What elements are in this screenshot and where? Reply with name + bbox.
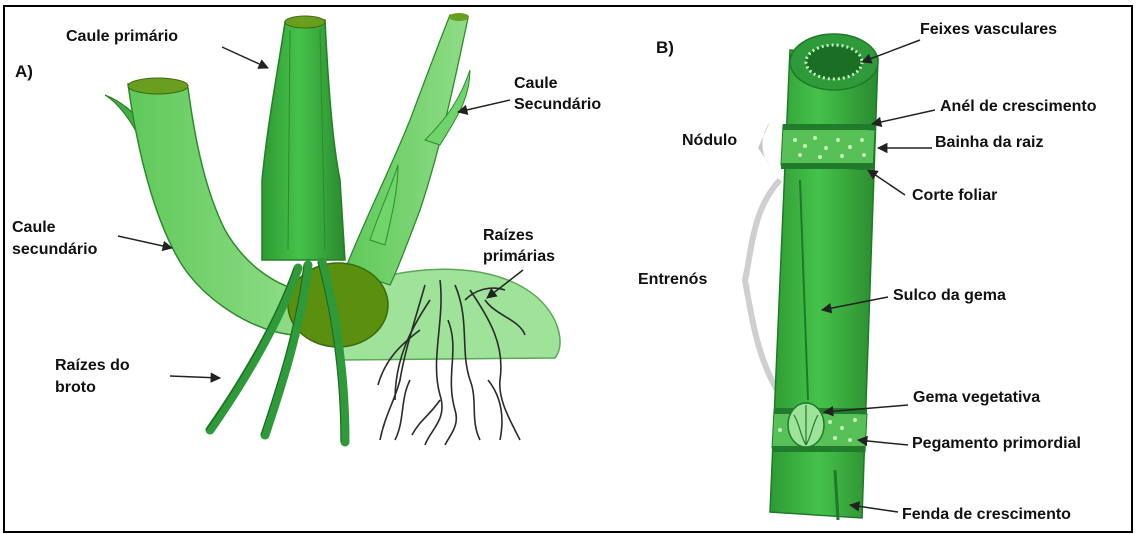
right-secondary-stem [345, 15, 468, 285]
label-caule-secundario-left-1: Caule [12, 218, 56, 238]
panel-b-letter: B) [656, 38, 674, 58]
label-raizes-broto-1: Raízes do [55, 356, 130, 376]
label-bainha-raiz: Bainha da raiz [935, 133, 1043, 153]
label-raizes-primarias-2: primárias [483, 247, 555, 267]
label-caule-secundario-left-2: secundário [12, 240, 97, 260]
label-feixes-vasculares: Feixes vasculares [920, 20, 1057, 40]
panel-a-letter: A) [15, 62, 33, 82]
label-corte-foliar: Corte foliar [912, 186, 997, 206]
label-raizes-primarias-1: Raízes [483, 226, 534, 246]
nodulo-bracket [758, 122, 770, 165]
panel-b-drawing [745, 34, 878, 520]
label-caule-secundario-right-1: Caule [514, 74, 558, 94]
label-caule-primario: Caule primário [66, 27, 178, 47]
label-entrenos: Entrenós [638, 270, 707, 290]
right-stem-top [449, 13, 469, 21]
label-fenda-crescimento: Fenda de crescimento [902, 505, 1071, 525]
label-sulco-gema: Sulco da gema [893, 286, 1006, 306]
primary-stem [262, 20, 345, 260]
label-gema-vegetativa: Gema vegetativa [913, 388, 1040, 408]
label-pegamento-primordial: Pegamento primordial [912, 434, 1081, 454]
left-stem-top [128, 78, 188, 94]
primary-stem-top [285, 16, 325, 28]
label-nodulo: Nódulo [682, 131, 737, 151]
entrenos-bracket [745, 180, 780, 395]
label-caule-secundario-right-2: Secundário [514, 95, 601, 115]
label-raizes-broto-2: broto [55, 378, 96, 398]
label-anel-crescimento: Anél de crescimento [940, 97, 1097, 117]
